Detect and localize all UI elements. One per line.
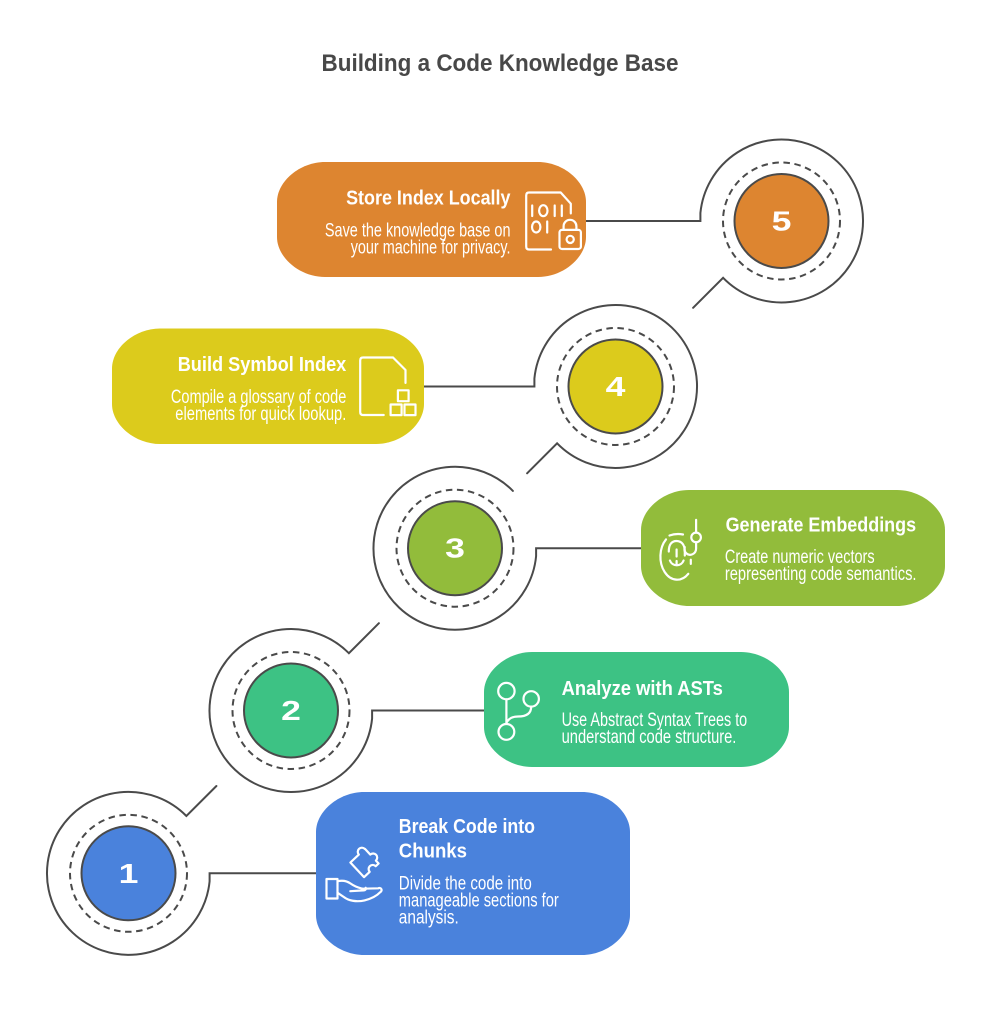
svg-text:Generate Embeddings: Generate Embeddings <box>726 514 917 536</box>
svg-text:4: 4 <box>606 371 626 402</box>
svg-text:Building a Code Knowledge Base: Building a Code Knowledge Base <box>322 50 679 77</box>
svg-text:analysis.: analysis. <box>399 908 459 929</box>
svg-text:understand code structure.: understand code structure. <box>562 727 737 748</box>
svg-text:Break Code into: Break Code into <box>399 816 535 838</box>
svg-text:1: 1 <box>119 858 139 889</box>
svg-text:Build Symbol Index: Build Symbol Index <box>178 354 347 376</box>
svg-text:your machine for privacy.: your machine for privacy. <box>351 238 511 259</box>
svg-text:Divide the code into: Divide the code into <box>399 874 532 895</box>
svg-text:2: 2 <box>281 695 301 726</box>
svg-text:Create numeric vectors: Create numeric vectors <box>725 547 875 568</box>
svg-text:Store Index Locally: Store Index Locally <box>346 188 511 210</box>
svg-text:manageable sections for: manageable sections for <box>399 891 560 912</box>
svg-text:Save the knowledge base on: Save the knowledge base on <box>325 221 511 242</box>
svg-text:representing code semantics.: representing code semantics. <box>725 564 917 585</box>
svg-text:Compile a glossary of code: Compile a glossary of code <box>171 387 346 408</box>
svg-text:Use Abstract Syntax Trees to: Use Abstract Syntax Trees to <box>562 710 748 731</box>
svg-text:Chunks: Chunks <box>399 841 467 863</box>
svg-text:3: 3 <box>445 533 465 564</box>
svg-text:Analyze with ASTs: Analyze with ASTs <box>562 678 723 700</box>
svg-text:5: 5 <box>772 206 792 237</box>
svg-text:elements for quick lookup.: elements for quick lookup. <box>175 404 346 425</box>
